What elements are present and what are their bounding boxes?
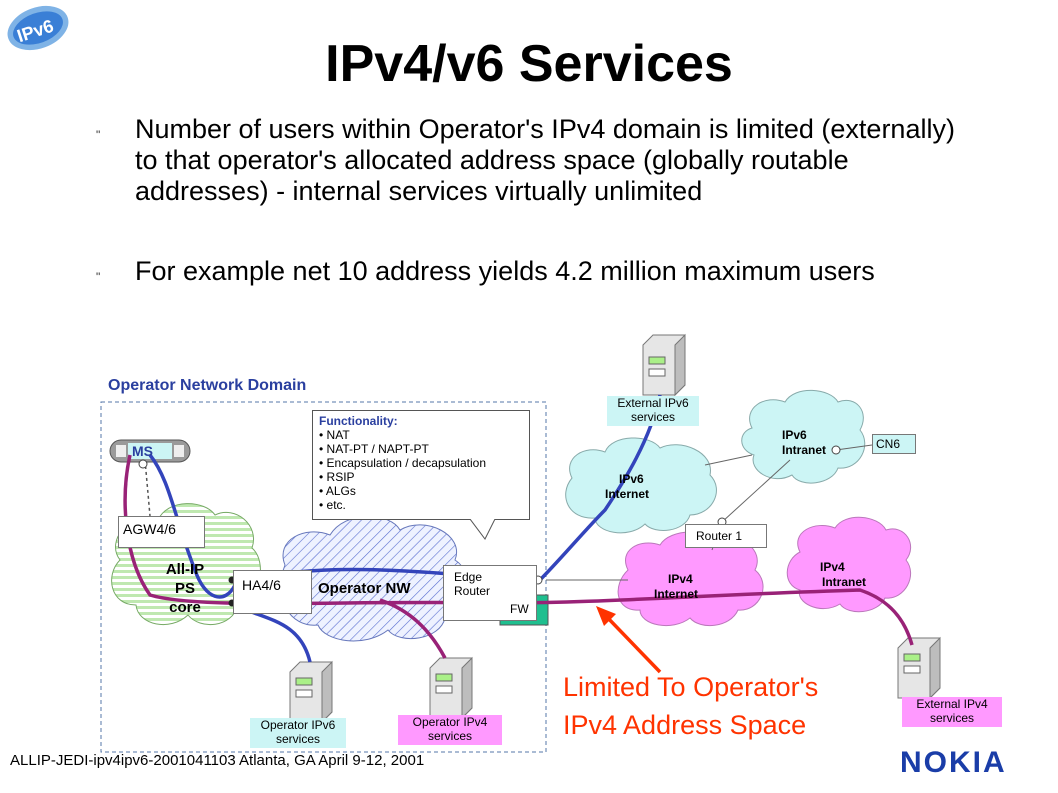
server-icon-op-ipv6 xyxy=(289,660,333,724)
ha-label: HA4/6 xyxy=(242,577,281,593)
ipv4-intranet-cloud xyxy=(786,516,912,613)
allip-line-3: core xyxy=(169,599,201,616)
ipv6-internet-label: IPv6 Internet xyxy=(605,472,650,501)
ipv6-logo: IPv6 xyxy=(4,2,72,54)
functionality-item: • etc. xyxy=(319,498,346,512)
operator-domain-label: Operator Network Domain xyxy=(108,377,307,394)
bullet-marker-2: " xyxy=(96,270,101,284)
op-ipv4-services-label: Operator IPv4 services xyxy=(398,715,502,745)
op-ipv6-services-label: Operator IPv6 services xyxy=(250,718,346,748)
ext-ipv4-services-label: External IPv4 services xyxy=(902,697,1002,727)
allip-line-2: PS xyxy=(174,580,195,597)
edge-router-box: Edge Router xyxy=(443,565,537,621)
functionality-title: Functionality: xyxy=(319,414,398,428)
link-ms-agw xyxy=(144,459,151,517)
slide-title: IPv4/v6 Services xyxy=(325,35,733,93)
ms-label: MS xyxy=(132,443,153,459)
allip-line-1: All-IP xyxy=(165,561,205,578)
nokia-logo: NOKIA xyxy=(900,746,1007,779)
functionality-item: • ALGs xyxy=(319,484,356,498)
router1-box: Router 1 xyxy=(685,524,767,548)
agw-box: AGW4/6 xyxy=(118,516,205,548)
bullet-text-1: Number of users within Operator's IPv4 d… xyxy=(135,114,955,206)
ipv4-path-to-operator xyxy=(379,598,447,659)
bullet-text-2: For example net 10 address yields 4.2 mi… xyxy=(135,256,875,286)
bullet-marker-1: " xyxy=(96,128,101,142)
functionality-pointer xyxy=(470,519,496,540)
operator-domain-boundary xyxy=(100,401,547,753)
slide-footer: ALLIP-JEDI-ipv4ipv6-2001041103 Atlanta, … xyxy=(10,752,425,769)
functionality-item: • Encapsulation / decapsulation xyxy=(319,456,486,470)
mobile-station-icon xyxy=(109,439,191,463)
server-icon-op-ipv4 xyxy=(429,656,473,720)
ipv6-intranet-cloud xyxy=(741,389,866,484)
cn6-box: CN6 xyxy=(872,434,916,454)
agw-label: AGW4/6 xyxy=(123,521,176,537)
callout-line-2: IPv4 Address Space xyxy=(563,710,807,740)
ms-node-dot xyxy=(138,459,148,469)
functionality-box: Functionality: • NAT • NAT-PT / NAPT-PT … xyxy=(312,410,530,520)
fw-label: FW xyxy=(510,602,529,616)
ipv4-intranet-label: IPv4 Intranet xyxy=(820,560,867,589)
ipv6-path-ms-to-external xyxy=(148,394,662,599)
router1-label: Router 1 xyxy=(696,529,743,543)
callout-arrow-line xyxy=(603,613,662,674)
allip-core-label: All-IP PS core xyxy=(150,560,220,617)
ipv4-internet-cloud xyxy=(617,531,764,627)
ipv4-internet-label: IPv4 Internet xyxy=(654,572,699,601)
callout-line-1: Limited To Operator's xyxy=(563,672,819,702)
ha-box: HA4/6 xyxy=(233,570,312,614)
link-ipv6internet-intranet xyxy=(704,454,753,466)
server-icon-ext-ipv4 xyxy=(897,636,941,700)
link-router1-ipv6intranet xyxy=(721,459,791,523)
server-icon-ext-ipv6 xyxy=(642,333,686,397)
functionality-item: • NAT xyxy=(319,428,350,442)
callout-arrow-head xyxy=(596,606,616,626)
cn6-node-dot xyxy=(831,445,841,455)
functionality-item: • NAT-PT / NAPT-PT xyxy=(319,442,429,456)
ipv6-intranet-label: IPv6 Intranet xyxy=(782,428,827,457)
edge-router-line-1: Edge xyxy=(454,570,483,584)
functionality-item: • RSIP xyxy=(319,470,355,484)
ext-ipv6-services-label: External IPv6 services xyxy=(607,396,699,426)
link-intranet-cn6 xyxy=(835,444,873,451)
operator-nw-label: Operator NW xyxy=(318,580,411,597)
edge-router-line-2: Router xyxy=(454,584,491,598)
